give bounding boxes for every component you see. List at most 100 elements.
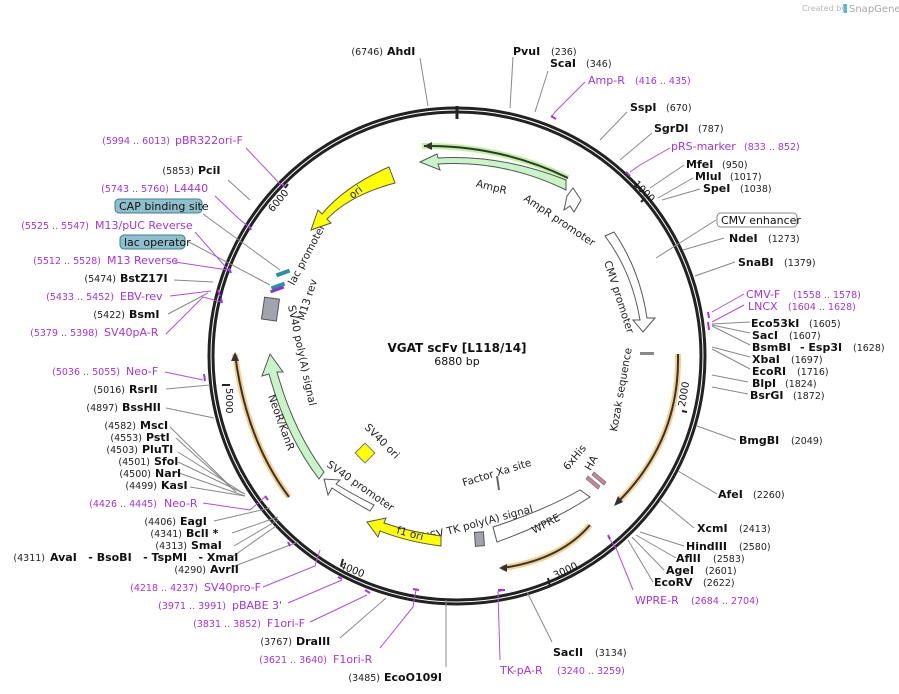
orf-left <box>234 353 290 498</box>
enzyme-pluti[interactable]: (4503)PluTI <box>106 443 173 456</box>
cap-binding-site-label[interactable]: CAP binding site <box>114 198 209 214</box>
cap-binding-feature[interactable] <box>270 281 286 291</box>
primer-neo-r[interactable]: (4426 .. 4445)Neo-R <box>89 497 198 510</box>
svg-text:BsmBI: BsmBI <box>752 341 791 354</box>
svg-text:BstZ17I: BstZ17I <box>120 272 168 285</box>
ampr-promoter-feature[interactable] <box>563 187 582 213</box>
enzyme-bsshii[interactable]: (4897)BssHII <box>86 401 160 414</box>
kozak-feature[interactable] <box>640 352 654 355</box>
primer-l4440[interactable]: (5743 .. 5760)L4440 <box>101 182 208 195</box>
svg-text:(5525 .. 5547): (5525 .. 5547) <box>21 221 89 232</box>
primer-neo-f[interactable]: (5036 .. 5055)Neo-F <box>52 365 158 378</box>
enzyme-labels-right: PvuI(236) ScaI(346) SspI(670) SgrDI(787)… <box>513 45 885 659</box>
svg-text:EcoRI: EcoRI <box>752 365 786 378</box>
enzyme-ecoo109i[interactable]: (3485)EcoO109I <box>348 671 442 684</box>
enzyme-xcmi[interactable]: XcmI(2413) <box>697 522 771 535</box>
ha-feature[interactable] <box>591 471 607 486</box>
svg-text:BmgBI: BmgBI <box>739 434 779 447</box>
primer-pbabe-3[interactable]: (3971 .. 3991)pBABE 3' <box>158 599 282 612</box>
sv40-ori-feature[interactable] <box>354 442 376 464</box>
primer-sv40pro-f[interactable]: (4218 .. 4237)SV40pro-F <box>130 581 261 594</box>
svg-text:SnapGene: SnapGene <box>849 4 899 15</box>
enzyme-spei[interactable]: SpeI(1038) <box>703 182 772 195</box>
enzyme-afei[interactable]: AfeI(2260) <box>718 488 785 501</box>
f1-ori-feature[interactable] <box>366 517 442 547</box>
enzyme-pvui[interactable]: PvuI(236) <box>513 45 577 58</box>
primer-tk-pa-r[interactable]: TK-pA-R(3240 .. 3259) <box>499 664 625 677</box>
enzyme-avai[interactable]: (4311)AvaI - BsoBI - TspMI - XmaI <box>13 551 238 564</box>
ori-feature[interactable] <box>310 166 396 231</box>
enzyme-msci[interactable]: (4582)MscI <box>104 419 168 432</box>
enzyme-aflii[interactable]: AflII(2583) <box>676 552 745 565</box>
enzyme-scai[interactable]: ScaI(346) <box>550 57 612 70</box>
cmv-promoter-feature[interactable] <box>604 231 657 333</box>
enzyme-avrii[interactable]: (4290)AvrII <box>174 563 239 576</box>
enzyme-bcli[interactable]: (4341)BclI * <box>150 527 218 540</box>
his6-feature[interactable] <box>585 475 601 490</box>
primer-sv40pa-r[interactable]: (5379 .. 5398)SV40pA-R <box>30 326 159 339</box>
enzyme-blpi[interactable]: BlpI(1824) <box>752 377 817 390</box>
enzyme-sgrdi[interactable]: SgrDI(787) <box>654 122 724 135</box>
enzyme-nari[interactable]: (4500)NarI <box>119 467 181 480</box>
svg-text:MscI: MscI <box>140 419 168 432</box>
enzyme-snabi[interactable]: SnaBI(1379) <box>738 256 816 269</box>
enzyme-mfei[interactable]: MfeI(950) <box>686 158 748 171</box>
sv40-promoter-feature[interactable] <box>323 478 375 512</box>
enzyme-hindiii[interactable]: HindIII(2580) <box>686 540 771 553</box>
enzyme-mlui[interactable]: MluI(1017) <box>695 170 762 183</box>
neor-feature[interactable] <box>261 352 325 480</box>
factor-xa-feature[interactable] <box>496 475 500 491</box>
enzyme-bsmbi[interactable]: BsmBI- Esp3I(1628) <box>752 341 885 354</box>
m13-rev-feature[interactable] <box>270 285 285 294</box>
sv40-polya-feature[interactable] <box>260 296 281 322</box>
svg-text:(1716): (1716) <box>797 367 829 378</box>
enzyme-bstz17i[interactable]: (5474)BstZ17I <box>84 272 167 285</box>
enzyme-ecorv[interactable]: EcoRV(2622) <box>654 576 735 589</box>
enzyme-xbai[interactable]: XbaI(1697) <box>752 353 823 366</box>
enzyme-smai[interactable]: (4313)SmaI <box>155 539 222 552</box>
primer-prs-marker[interactable]: pRS-marker(833 .. 852) <box>671 140 800 153</box>
primer-m13-puc-reverse[interactable]: (5525 .. 5547)M13/pUC Reverse <box>21 219 193 232</box>
primer-f1ori-r[interactable]: (3621 .. 3640)F1ori-R <box>259 653 372 666</box>
cmv-enhancer-label[interactable]: CMV enhancer <box>716 212 801 228</box>
enzyme-ndei[interactable]: NdeI(1273) <box>729 232 800 245</box>
enzyme-eagi[interactable]: (4406)EagI <box>144 515 207 528</box>
primer-amp-r[interactable]: Amp-R(416 .. 435) <box>588 74 691 87</box>
svg-text:(1604 .. 1628): (1604 .. 1628) <box>788 302 856 313</box>
ampr-orf-arrow <box>423 144 569 179</box>
svg-text:SmaI: SmaI <box>191 539 222 552</box>
primer-lncx[interactable]: LNCX(1604 .. 1628) <box>748 300 856 313</box>
enzyme-draiii[interactable]: (3767)DraIII <box>260 635 330 648</box>
ampr-feature[interactable] <box>418 153 567 191</box>
enzyme-sfoi[interactable]: (4501)SfoI <box>118 455 178 468</box>
primer-wpre-r[interactable]: WPRE-R(2684 .. 2704) <box>635 594 759 607</box>
primer-m13-reverse[interactable]: (5512 .. 5528)M13 Reverse <box>33 254 178 267</box>
primer-cmv-f[interactable]: CMV-F(1558 .. 1578) <box>746 288 861 301</box>
lac-operator-label[interactable]: lac operator <box>119 234 191 250</box>
svg-text:(5422): (5422) <box>93 310 125 321</box>
enzyme-sacii[interactable]: SacII(3134) <box>553 646 627 659</box>
svg-text:SacI: SacI <box>752 329 778 342</box>
primer-ebv-rev[interactable]: (5433 .. 5452)EBV-rev <box>46 290 163 303</box>
hsv-tk-feature[interactable] <box>473 531 485 547</box>
enzyme-rsrii[interactable]: (5016)RsrII <box>93 383 157 396</box>
enzyme-ahdi[interactable]: (6746)AhdI <box>351 45 415 58</box>
enzyme-pcii[interactable]: (5853)PciI <box>162 164 220 177</box>
enzyme-psti[interactable]: (4553)PstI <box>110 431 169 444</box>
enzyme-saci[interactable]: SacI(1607) <box>752 329 821 342</box>
enzyme-ecori[interactable]: EcoRI (1716) <box>752 365 829 378</box>
primer-pbr322ori-f[interactable]: (5994 .. 6013)pBR322ori-F <box>102 134 243 147</box>
enzyme-bsrgi[interactable]: BsrGI(1872) <box>750 389 825 402</box>
enzyme-bsmi[interactable]: (5422)BsmI <box>93 308 159 321</box>
primer-f1ori-f[interactable]: (3831 .. 3852)F1ori-F <box>193 617 305 630</box>
svg-text:M13 rev: M13 rev <box>295 278 320 322</box>
enzyme-bmgbi[interactable]: BmgBI(2049) <box>739 434 823 447</box>
svg-text:(4897): (4897) <box>86 403 118 414</box>
enzyme-agei[interactable]: AgeI(2601) <box>666 564 737 577</box>
enzyme-sspi[interactable]: SspI(670) <box>630 101 692 114</box>
wpre-feature[interactable] <box>492 489 591 543</box>
enzyme-eco53ki[interactable]: Eco53kI(1605) <box>751 317 841 330</box>
enzyme-kasi[interactable]: (4499)KasI <box>125 479 187 492</box>
lac-operator-feature[interactable] <box>275 268 291 278</box>
svg-text:TK-pA-R: TK-pA-R <box>499 664 543 677</box>
